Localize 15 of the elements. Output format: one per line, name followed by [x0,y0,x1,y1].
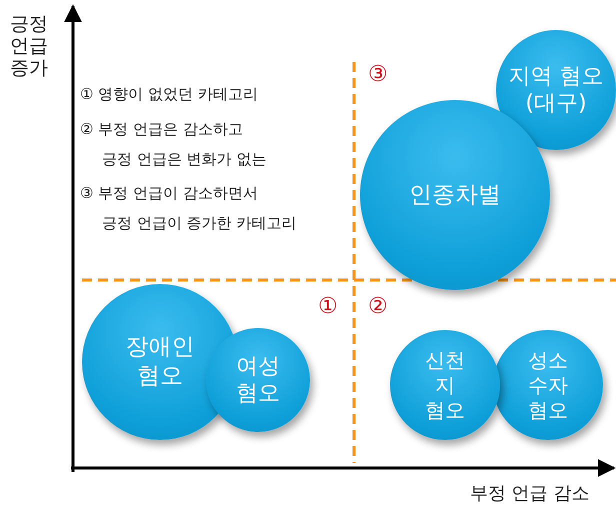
bubble-label: 장애인 혐오 [124,333,196,391]
quadrant-number: ① [318,296,338,318]
bubble-label: 인종차별 [408,180,502,210]
note: ② 부정 언급은 감소하고 긍정 언급은 변화가 없는 [80,119,268,170]
bubble-label: 여성 혐오 [235,352,281,408]
note: ③ 부정 언급이 감소하면서 긍정 언급이 증가한 카테고리 [80,183,298,234]
quadrant-number: ② [368,296,388,318]
axis-label: 부정 언급 감소 [470,482,590,506]
quadrant-number: ③ [368,64,388,86]
note: ① 영향이 없었던 카테고리 [80,84,259,105]
bubble-label: 신천 지 혐오 [425,348,465,422]
bubble-label: 지역 혐오 (대구) [508,62,604,118]
axis-label: 긍정 언급 증가 [10,14,49,80]
bubble [206,328,310,432]
bubble-label: 성소 수자 혐오 [527,348,569,422]
